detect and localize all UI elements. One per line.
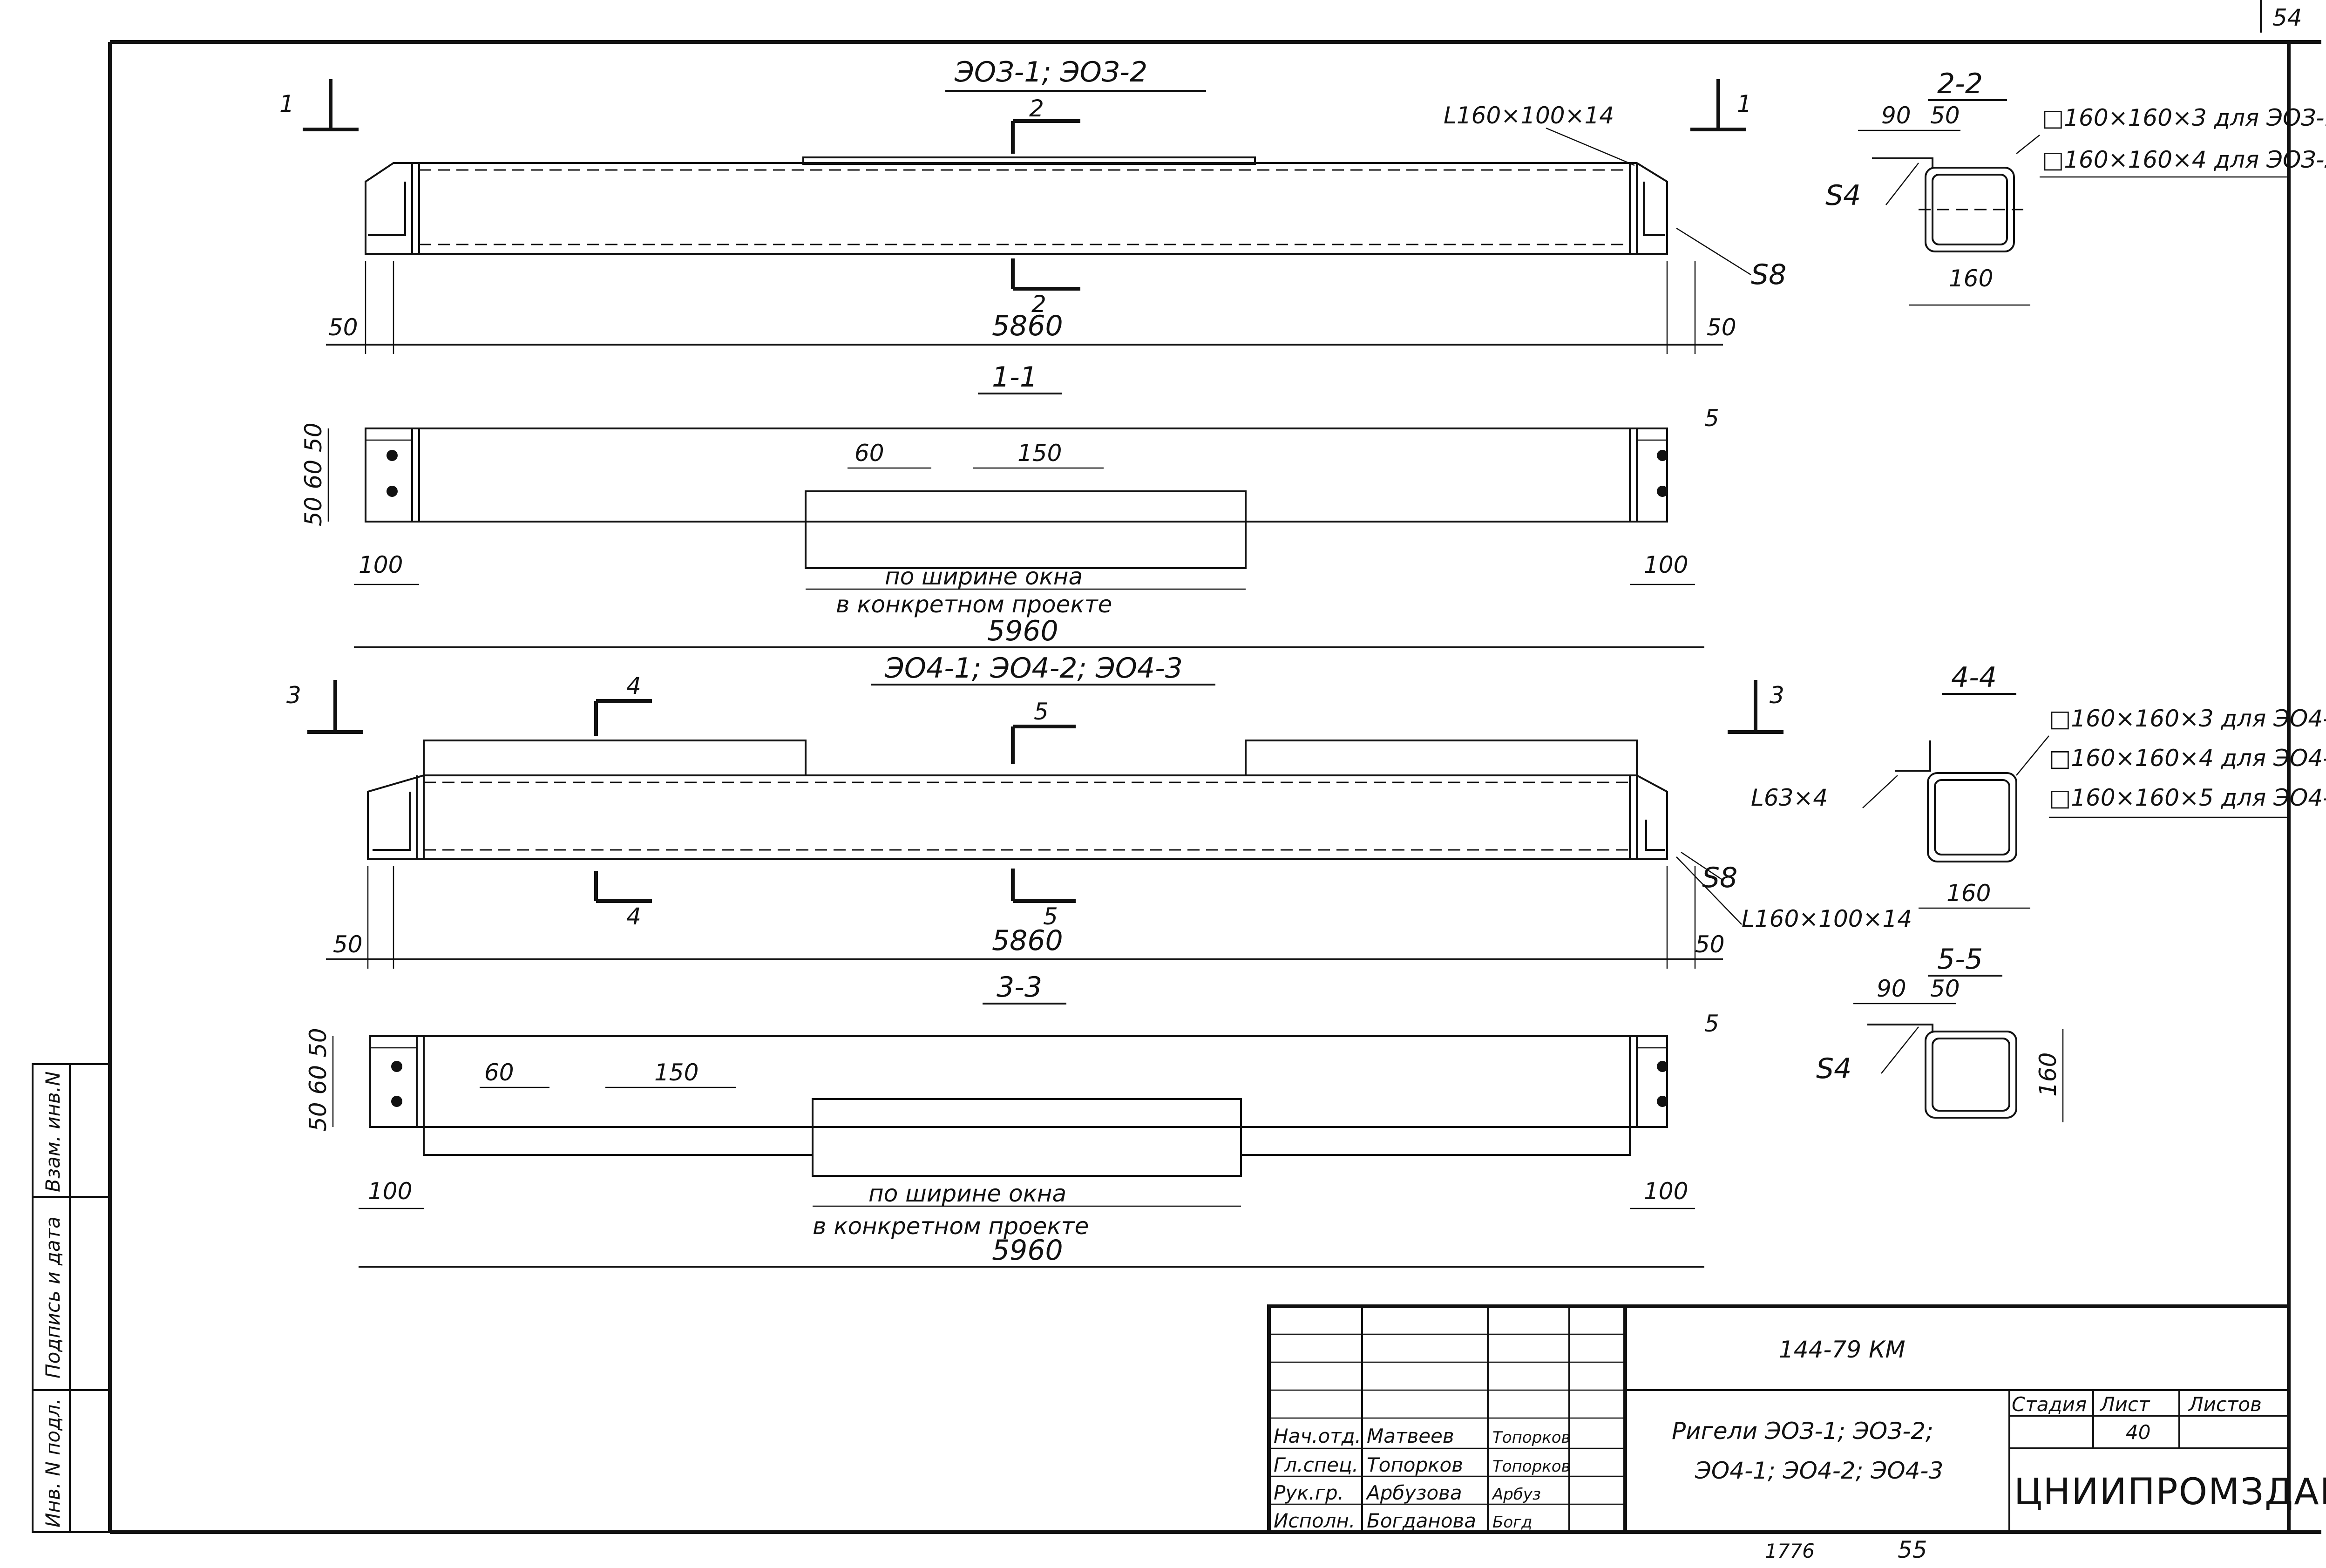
mark-5-top: 5	[1034, 698, 1049, 725]
signer-sign-4: Богд	[1492, 1513, 1533, 1532]
signer-sign-3: Арбуз	[1492, 1485, 1541, 1504]
dim-100-left-3-3: 100	[368, 1178, 412, 1205]
tb-doc-code: 144-79 КМ	[1779, 1336, 1906, 1363]
tb-stage-label: Стадия	[2012, 1393, 2087, 1416]
signer-name-3: Арбузова	[1365, 1481, 1462, 1504]
dim-5960-3-3: 5960	[992, 1234, 1063, 1267]
dim-160-4-4: 160	[1946, 880, 1991, 907]
signer-sign-1: Топорков	[1492, 1428, 1571, 1447]
dim-5860-top: 5860	[992, 310, 1063, 342]
spec-4-4-2: □160×160×4 для ЭО4-2	[2049, 745, 2326, 772]
title-block: 144-79 КМ Ригели ЭОЗ-1; ЭОЗ-2; ЭО4-1; ЭО…	[1267, 1304, 2326, 1534]
section-4-4: 4-4 L63×4 160 □160×160×3 для ЭО4-1 □160×…	[1751, 661, 2326, 909]
signer-name-2: Топорков	[1367, 1453, 1463, 1476]
section-1-1: 1-1 60 150 по ширине окна в конкретном п…	[300, 361, 1719, 648]
dim-5960-1-1: 5960	[987, 615, 1058, 647]
mark-4-bottom: 4	[626, 903, 641, 930]
mark-4-top: 4	[626, 672, 641, 699]
title-sect-1-1: 1-1	[992, 361, 1038, 394]
dim-50-2-2: 50	[1930, 102, 1960, 129]
corner-number: 54	[2272, 4, 2302, 31]
dim-5860-bottom: 5860	[992, 924, 1063, 957]
dim-50-right-bottom: 50	[1695, 931, 1725, 958]
bottom-number-1: 1776	[1765, 1540, 1815, 1562]
mark-2-top: 2	[1029, 95, 1044, 122]
section-3-3: 3-3 60 150 по ширине окна в конкретном п…	[305, 971, 1719, 1268]
signer-role-3: Рук.гр.	[1274, 1481, 1344, 1504]
mark-1-right: 1	[1737, 90, 1752, 117]
section-5-5: 5-5 90 50 S4 160	[1816, 943, 2064, 1122]
dim-50-right-top: 50	[1707, 314, 1736, 341]
mark-1-left: 1	[279, 90, 294, 117]
title-eo3: ЭОЗ-1; ЭОЗ-2	[954, 56, 1147, 88]
dim-160-2-2: 160	[1949, 265, 1993, 292]
title-eo4: ЭО4-1; ЭО4-2; ЭО4-3	[884, 652, 1183, 685]
mark-3-right: 3	[1770, 682, 1784, 709]
spec-2-2-2: □160×160×4 для ЭОЗ-2	[2042, 146, 2326, 173]
dim-90-5-5: 90	[1877, 975, 1906, 1002]
side-inv-label: Инв. N подл.	[41, 1398, 64, 1528]
signer-sign-2: Топорков	[1492, 1457, 1571, 1476]
spec-4-4-3: □160×160×5 для ЭО4-3	[2049, 784, 2326, 811]
mark-5-bottom: 5	[1043, 903, 1058, 930]
side-sign-label: Подпись и дата	[41, 1216, 64, 1378]
view-eo3-elevation: ЭОЗ-1; ЭОЗ-2 1 1 2 2 S8 L160×100×14	[279, 56, 1786, 354]
dim-160-5-5: 160	[2034, 1052, 2062, 1097]
dim-60-1-1: 60	[854, 440, 884, 467]
title-sect-4-4: 4-4	[1951, 661, 1997, 694]
mark-3-left: 3	[286, 682, 301, 709]
dim-60-3-3: 60	[484, 1059, 514, 1086]
tb-doc-title-line1: Ригели ЭОЗ-1; ЭОЗ-2;	[1672, 1418, 1933, 1445]
label-s8-top: S8	[1751, 258, 1786, 291]
dim-150-3-3: 150	[654, 1059, 698, 1086]
label-angle-bottom: L160×100×14	[1742, 905, 1912, 932]
dim-100-right-3-3: 100	[1644, 1178, 1688, 1205]
signer-role-4: Исполн.	[1274, 1509, 1355, 1532]
tb-sheet-value: 40	[2126, 1421, 2150, 1444]
signer-name-4: Богданова	[1367, 1509, 1476, 1532]
label-angle-top: L160×100×14	[1444, 102, 1614, 129]
signer-name-1: Матвеев	[1367, 1425, 1454, 1447]
window-note-3-line1: по ширине окна	[868, 1180, 1066, 1207]
section-2-2: 2-2 90 50 S4 160 □160×160×3 для ЭОЗ-1 □1…	[1825, 68, 2326, 306]
label-s4-2-2: S4	[1825, 179, 1861, 212]
tb-sheet-label: Лист	[2099, 1393, 2150, 1416]
spec-4-4-1: □160×160×3 для ЭО4-1	[2049, 705, 2326, 732]
label-s4-5-5: S4	[1816, 1052, 1851, 1085]
spec-2-2-1: □160×160×3 для ЭОЗ-1	[2042, 104, 2326, 131]
window-note-3-line2: в конкретном проекте	[813, 1213, 1089, 1240]
title-sect-2-2: 2-2	[1937, 68, 1983, 100]
dim-150-1-1: 150	[1017, 440, 1062, 467]
tb-sheets-label: Листов	[2188, 1393, 2262, 1416]
dim-stack-3-3: 50 60 50	[305, 1028, 332, 1132]
window-note-1-line2: в конкретном проекте	[836, 591, 1112, 618]
signer-role-1: Нач.отд.	[1274, 1425, 1361, 1447]
bottom-number-2: 55	[1898, 1536, 1927, 1563]
dim-50-5-5: 50	[1930, 975, 1960, 1002]
title-sect-3-3: 3-3	[997, 971, 1042, 1004]
title-sect-5-5: 5-5	[1937, 943, 1983, 976]
dim-100-left-1-1: 100	[359, 551, 403, 578]
dim-5-3-3: 5	[1704, 1010, 1719, 1037]
dim-5-1-1: 5	[1704, 405, 1719, 432]
dim-50-left-top: 50	[328, 314, 358, 341]
dim-90-2-2: 90	[1881, 102, 1911, 129]
tb-doc-title-line2: ЭО4-1; ЭО4-2; ЭО4-3	[1695, 1457, 1943, 1484]
side-replace-label: Взам. инв.N	[41, 1071, 64, 1192]
tb-org: ЦНИИПРОМЗДАНИЙ	[2014, 1470, 2326, 1513]
mark-2-bottom: 2	[1031, 291, 1046, 318]
view-eo4-elevation: ЭО4-1; ЭО4-2; ЭО4-3 3 3 4 5 4 5 S8	[286, 652, 1912, 969]
signer-role-2: Гл.спец.	[1274, 1453, 1358, 1476]
dim-stack-1-1: 50 60 50	[300, 422, 327, 526]
window-note-1-line1: по ширине окна	[885, 563, 1083, 590]
label-angle-63: L63×4	[1751, 784, 1828, 811]
dim-100-right-1-1: 100	[1644, 551, 1688, 578]
side-stamp: Инв. N подл. Подпись и дата Взам. инв.N	[32, 1063, 111, 1533]
dim-50-left-bottom: 50	[333, 931, 363, 958]
